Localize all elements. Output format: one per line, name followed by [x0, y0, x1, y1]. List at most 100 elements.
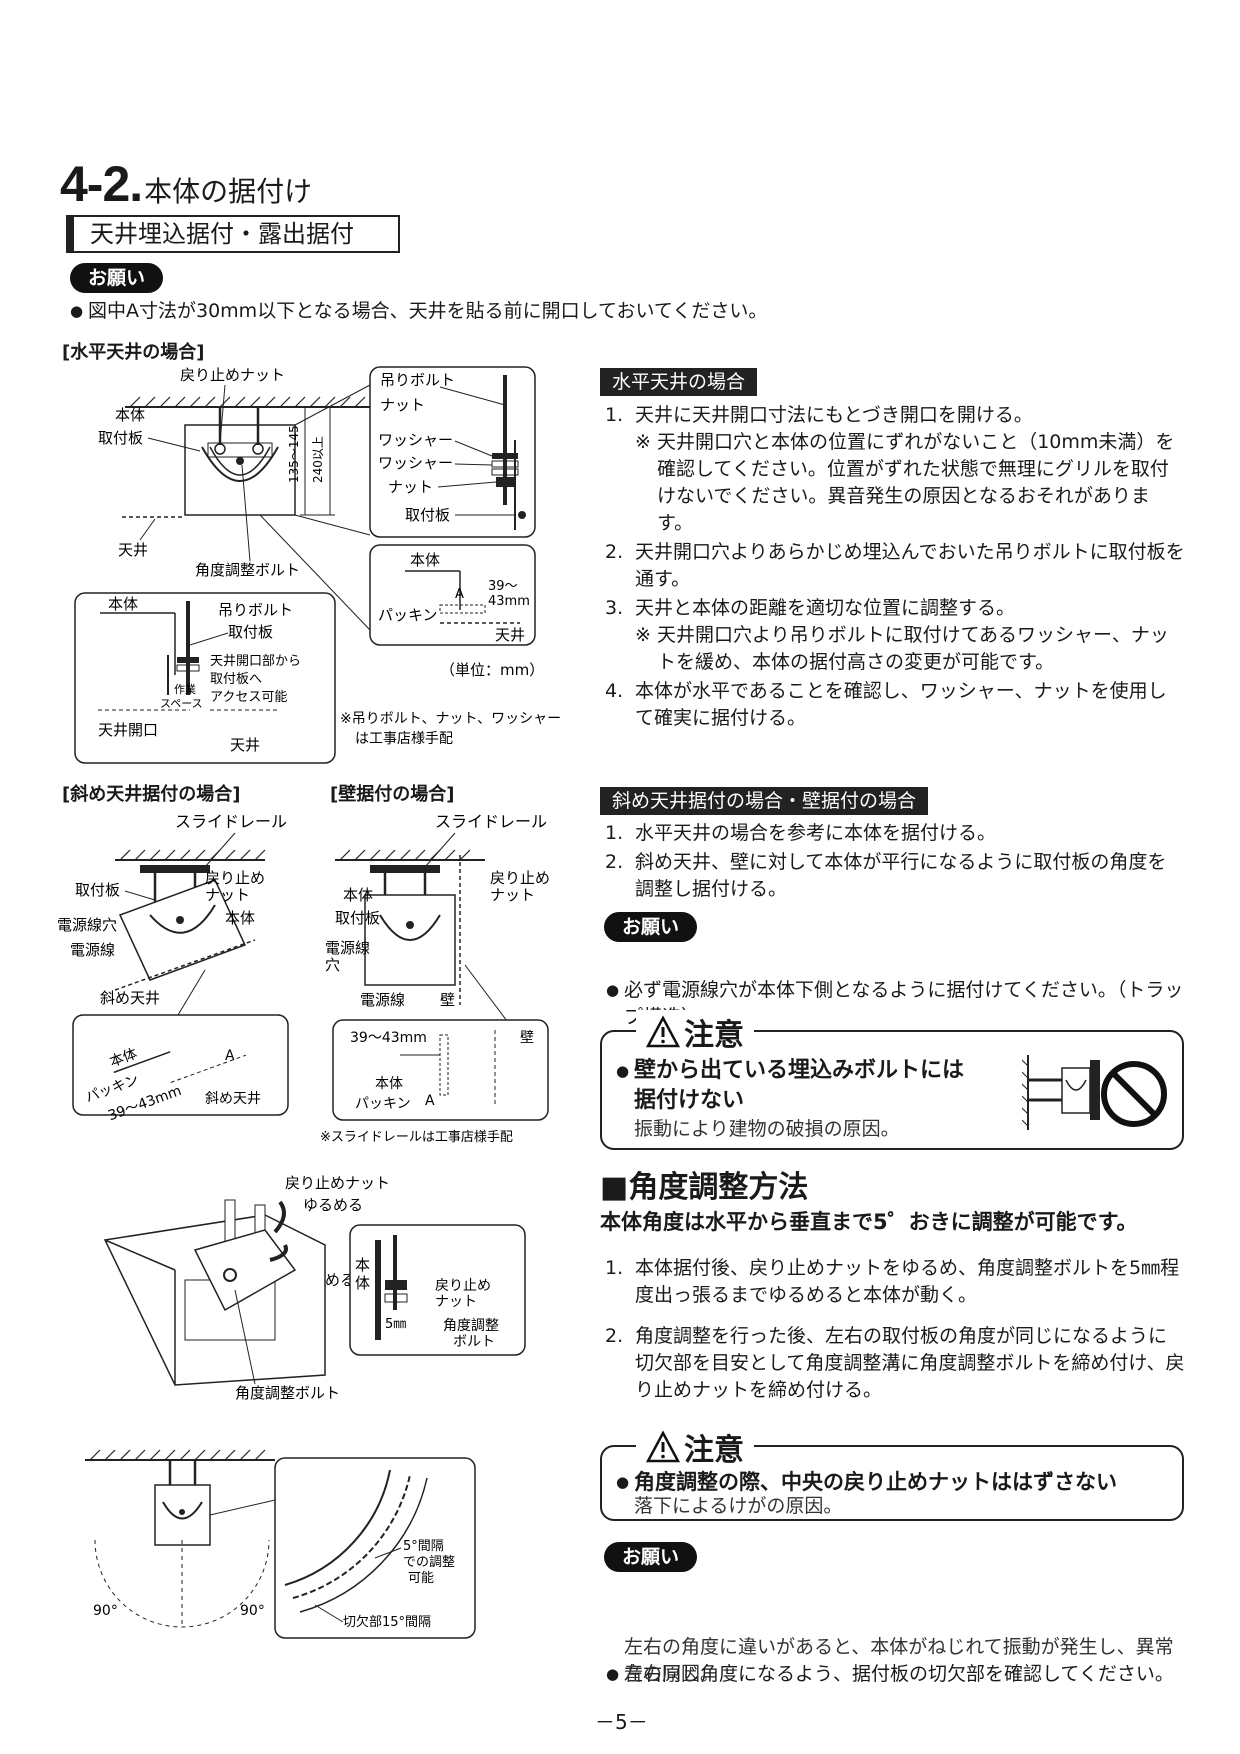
svg-text:※スライドレールは工事店様手配: ※スライドレールは工事店様手配: [320, 1130, 513, 1145]
caution-head-2: 注意: [636, 1425, 754, 1469]
svg-text:斜め天井: 斜め天井: [205, 1091, 261, 1107]
svg-text:取付板: 取付板: [228, 623, 273, 641]
svg-text:ゆるめる: ゆるめる: [303, 1196, 363, 1214]
svg-text:角度調整: 角度調整: [443, 1318, 499, 1334]
svg-text:は工事店様手配: は工事店様手配: [355, 731, 453, 747]
svg-text:ボルト: ボルト: [453, 1334, 495, 1350]
label-slant-wall: 斜め天井据付の場合・壁据付の場合: [600, 787, 929, 815]
svg-text:5°間隔: 5°間隔: [403, 1539, 444, 1554]
svg-text:90°: 90°: [93, 1603, 118, 1619]
svg-text:天井開口: 天井開口: [98, 721, 158, 739]
fig-slant-caption: [斜め天井据付の場合]: [62, 784, 241, 805]
fig-wall-caption: [壁据付の場合]: [330, 784, 455, 805]
svg-text:ワッシャー: ワッシャー: [378, 454, 453, 472]
label-mount: 取付板: [98, 429, 143, 447]
warning-icon: [646, 1430, 680, 1463]
h-step-1: 1.天井に天井開口寸法にもとづき開口を開ける。 ※天井開口穴と本体の位置にずれが…: [605, 404, 1175, 534]
onegai-badge-bottom: お願い: [604, 1542, 698, 1572]
subtitle-box: 天井埋込据付・露出据付: [66, 215, 400, 253]
svg-text:取付板: 取付板: [405, 506, 450, 524]
svg-text:本体: 本体: [410, 551, 440, 569]
label-nut-stop: 戻り止めナット: [180, 366, 285, 384]
svg-text:パッキン: パッキン: [355, 1096, 411, 1112]
angle-lead: 本体角度は水平から垂直まで5゜おきに調整が可能です。: [600, 1210, 1138, 1234]
svg-text:ナット: ナット: [380, 396, 425, 414]
svg-text:本体: 本体: [375, 1076, 403, 1092]
s-step-2: 2.斜め天井、壁に対して本体が平行になるように取付板の角度を調整し据付ける。: [605, 851, 1167, 900]
warning-icon: [646, 1015, 680, 1048]
section-heading: 4-2.本体の据付け: [60, 155, 312, 213]
svg-text:スライドレール: スライドレール: [175, 812, 287, 831]
caution-head-1: 注意: [636, 1010, 754, 1054]
angle-steps: 1.本体据付後、戻り止めナットをゆるめ、角度調整ボルトを5㎜程度出っ張るまでゆる…: [605, 1255, 1185, 1406]
label-body: 本体: [115, 406, 145, 424]
a-step-2: 2.角度調整を行った後、左右の取付板の角度が同じになるように切欠部を目安として角…: [605, 1325, 1185, 1401]
svg-text:39〜: 39〜: [488, 579, 518, 594]
svg-text:ナット: ナット: [205, 886, 250, 904]
svg-text:電源線穴: 電源線穴: [57, 916, 117, 934]
label-ceiling: 天井: [118, 541, 148, 559]
svg-text:ナット: ナット: [490, 886, 535, 904]
svg-text:天井: 天井: [230, 736, 260, 754]
svg-text:ナット: ナット: [388, 478, 433, 496]
svg-text:39〜43mm: 39〜43mm: [350, 1030, 427, 1046]
svg-text:吊りボルト: 吊りボルト: [380, 371, 455, 389]
svg-text:天井: 天井: [495, 626, 525, 644]
svg-text:90°: 90°: [240, 1603, 265, 1619]
svg-text:戻り止め: 戻り止め: [435, 1278, 491, 1294]
svg-text:戻り止め: 戻り止め: [490, 869, 550, 887]
svg-text:取付板へ: 取付板へ: [210, 672, 262, 687]
h-step-3: 3.天井と本体の距離を適切な位置に調整する。 ※天井開口穴より吊りボルトに取付け…: [605, 597, 1169, 673]
h-step-2: 2.天井開口穴よりあらかじめ埋込んでおいた吊りボルトに取付板を通す。: [605, 541, 1185, 590]
svg-text:戻り止め: 戻り止め: [205, 869, 265, 887]
fig-horizontal-caption: [水平天井の場合]: [62, 342, 205, 363]
label-horizontal: 水平天井の場合: [600, 368, 758, 396]
svg-text:壁: 壁: [440, 991, 455, 1009]
angle-heading: ■角度調整方法: [600, 1170, 809, 1205]
svg-text:本: 本: [355, 1256, 370, 1274]
svg-text:吊りボルト: 吊りボルト: [218, 601, 293, 619]
svg-text:取付板: 取付板: [75, 881, 120, 899]
section-number: 4-2.: [60, 156, 143, 212]
svg-text:スライドレール: スライドレール: [435, 812, 547, 831]
svg-text:角度調整ボルト: 角度調整ボルト: [235, 1384, 340, 1402]
svg-text:天井開口部から: 天井開口部から: [210, 654, 301, 669]
onegai-badge-top: お願い: [70, 263, 164, 293]
dim-range: 135〜145: [287, 425, 301, 483]
a-step-1: 1.本体据付後、戻り止めナットをゆるめ、角度調整ボルトを5㎜程度出っ張るまでゆる…: [605, 1257, 1180, 1306]
svg-text:作業: 作業: [174, 683, 196, 696]
svg-text:A: A: [425, 1093, 435, 1109]
intro-note: 図中A寸法が30mm以下となる場合、天井を貼る前に開口しておいてください。: [70, 298, 870, 325]
s-step-1: 1.水平天井の場合を参考に本体を据付ける。: [605, 822, 997, 844]
fig-angle-bolt: 戻り止めナット ゆるめる ゆるめる 角度調整ボルト 本 体 戻り止め ナット 5…: [103, 1174, 526, 1402]
svg-text:本体: 本体: [343, 886, 373, 904]
no-wall-bolt-icon: [1022, 1055, 1167, 1130]
svg-text:斜め天井: 斜め天井: [100, 989, 160, 1007]
fig-angle-range: 90° 90° 5°間隔 での調整 可能 切欠部15°間隔: [85, 1449, 476, 1639]
svg-text:A: A: [225, 1048, 235, 1064]
svg-text:電源線: 電源線: [70, 941, 115, 959]
svg-text:5㎜: 5㎜: [385, 1317, 406, 1332]
svg-text:本体: 本体: [225, 909, 255, 927]
page-number: －5－: [595, 1710, 648, 1734]
svg-text:本体: 本体: [108, 595, 138, 613]
label-angle-bolt: 角度調整ボルト: [195, 561, 300, 579]
caution-box-2: 注意 角度調整の際、中央の戻り止めナットははずさない 落下によるけがの原因。: [600, 1425, 1184, 1521]
svg-text:ワッシャー: ワッシャー: [378, 431, 453, 449]
svg-text:戻り止めナット: 戻り止めナット: [285, 1174, 390, 1192]
h-step-4: 4.本体が水平であることを確認し、ワッシャー、ナットを使用して確実に据付ける。: [605, 680, 1167, 729]
svg-text:切欠部15°間隔: 切欠部15°間隔: [343, 1614, 431, 1630]
svg-text:可能: 可能: [408, 1571, 434, 1586]
final-onegai-text: 左右同じ角度になるよう、据付板の切欠部を確認してください。: [606, 1661, 1186, 1688]
svg-text:（単位：mm）: （単位：mm）: [440, 661, 544, 679]
svg-text:体: 体: [355, 1274, 370, 1292]
fig-slant: スライドレール 取付板 戻り止め ナット 本体 電源線穴 電源線 斜め天井 本体…: [57, 812, 289, 1124]
svg-text:壁: 壁: [520, 1030, 534, 1046]
fig-horizontal: 135〜145 240以上 戻り止めナット 本体 取付板 天井 角度調整ボルト …: [74, 366, 561, 764]
svg-text:43mm: 43mm: [488, 594, 530, 609]
svg-text:※吊りボルト、ナット、ワッシャー: ※吊りボルト、ナット、ワッシャー: [340, 711, 561, 727]
dim-240: 240以上: [311, 436, 325, 483]
svg-text:スペース: スペース: [160, 697, 203, 710]
svg-text:穴: 穴: [325, 956, 340, 974]
